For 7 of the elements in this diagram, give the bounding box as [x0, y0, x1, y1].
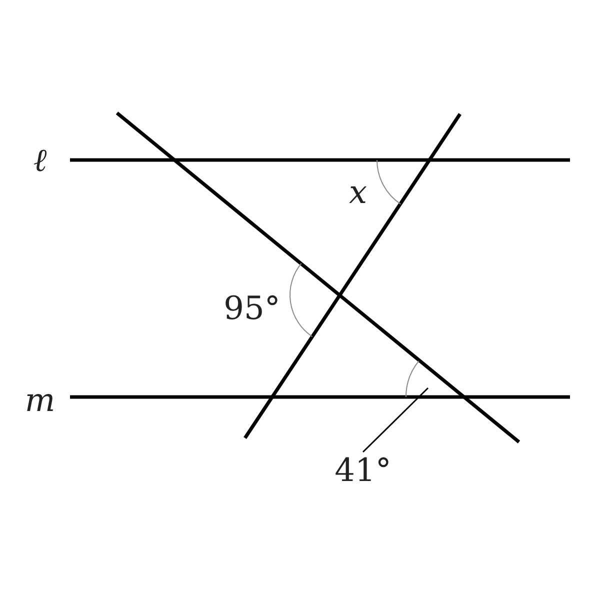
angle-label: 95°	[222, 290, 282, 326]
line-label: m	[24, 382, 56, 418]
angle-label: 41°	[334, 452, 392, 488]
leader-line	[362, 387, 429, 453]
angle-arc	[406, 360, 420, 398]
line-label: ℓ	[32, 142, 48, 178]
angle-label: x	[348, 174, 368, 210]
